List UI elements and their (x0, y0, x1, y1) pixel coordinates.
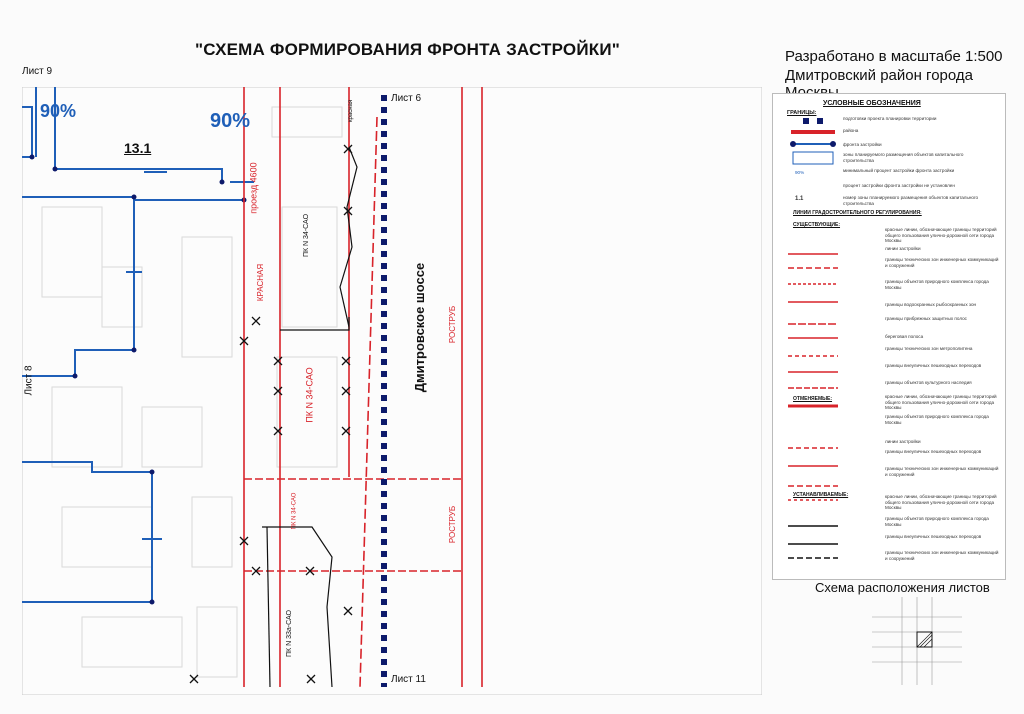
scale-note: Разработано в масштабе 1:500 (785, 48, 1003, 65)
pk-34-top: ПК N 34-САО (303, 213, 311, 258)
cancel-marks (189, 144, 353, 684)
pk-34-mid: ПК N 34-САО (304, 367, 315, 423)
sheet-layout-minimap (872, 597, 962, 685)
legend-symbols (788, 118, 838, 559)
building-footprints (41, 106, 343, 678)
legend-title: УСЛОВНЫЕ ОБОЗНАЧЕНИЯ (823, 100, 921, 107)
sheet-9-label: Лист 9 (22, 66, 53, 77)
red-line-label: красная (348, 99, 355, 123)
zone-boundaries (22, 87, 244, 603)
road-name: Дмитровское шоссе (412, 262, 428, 393)
building-lines (262, 146, 358, 688)
pk-34-low: ПК N 34-САО (291, 492, 298, 530)
pk-33a: ПК N 33а-САО (285, 610, 293, 657)
sheet-11-label: Лист 11 (391, 674, 426, 685)
page-title: "СХЕМА ФОРМИРОВАНИЯ ФРОНТА ЗАСТРОЙКИ" (195, 40, 621, 59)
rostrub-lower: РОСТРУБ (448, 505, 458, 544)
minimap-title: Схема расположения листов (815, 580, 990, 595)
rostrub-upper: РОСТРУБ (448, 305, 458, 344)
legend-panel: УСЛОВНЫЕ ОБОЗНАЧЕНИЯ ГРАНИЦЫ: подготовки… (772, 93, 1006, 580)
current-sheet (916, 631, 933, 648)
map-frame (22, 87, 762, 695)
percent-right: 90% (210, 110, 251, 132)
frontage-ticks (126, 171, 254, 540)
map-canvas[interactable] (22, 87, 762, 695)
sheet-8-label: Лист 8 (23, 365, 35, 396)
legend-boundaries: ГРАНИЦЫ: (787, 110, 817, 116)
percent-left: 90% (40, 101, 77, 121)
red-lines (243, 87, 483, 688)
sheet-6-label: Лист 6 (391, 93, 422, 104)
zone-number: 13.1 (124, 140, 152, 156)
krasnaya-label: КРАСНАЯ (256, 263, 266, 302)
proezd-label: проезд 4600 (248, 162, 259, 214)
